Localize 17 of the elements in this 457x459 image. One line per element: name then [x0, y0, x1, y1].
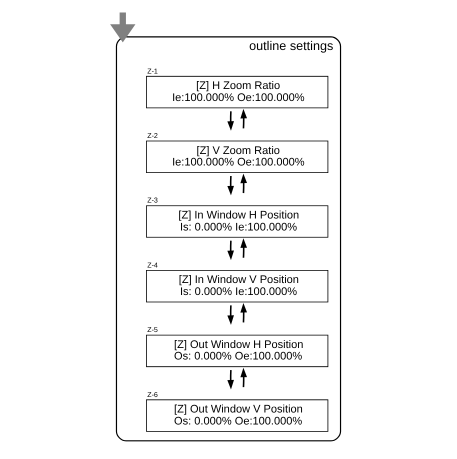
node-box: [Z] In Window V Position Is: 0.000% Ie:100.000% [146, 270, 328, 302]
arrow [227, 370, 234, 390]
node-box: [Z] Out Window H Position Os: 0.000% Oe:100.000% [146, 334, 328, 368]
node-box: [Z] V Zoom Ratio Ie:100.000% Oe:100.000% [146, 140, 328, 173]
node-box: [Z] Out Window V Position Os: 0.000% Oe:100.000% [146, 399, 328, 432]
node-box: [Z] In Window H Position Is: 0.000% Ie:100.000% [146, 205, 328, 238]
arrow [240, 238, 248, 258]
arrow [110, 12, 136, 42]
arrow [240, 303, 248, 322]
arrow [240, 368, 248, 388]
node-box: [Z] H Zoom Ratio Ie:100.000% Oe:100.000% [146, 76, 328, 108]
arrow [227, 111, 234, 131]
arrow [227, 305, 234, 325]
arrow [227, 176, 234, 196]
arrow [240, 108, 248, 128]
arrow [227, 240, 234, 260]
arrow [240, 174, 248, 194]
